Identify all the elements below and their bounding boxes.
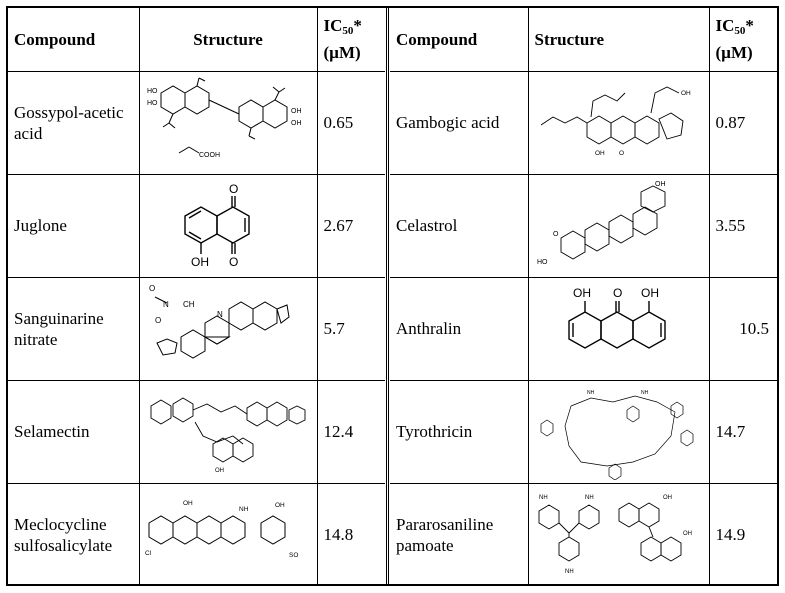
svg-text:OH: OH xyxy=(215,468,224,474)
compound-name: Juglone xyxy=(8,173,140,278)
svg-text:HO: HO xyxy=(147,88,158,95)
svg-text:NH: NH xyxy=(239,506,249,513)
table-row: Selamectin OH xyxy=(8,379,385,484)
table-row: Anthralin OH xyxy=(390,276,777,381)
svg-text:OH: OH xyxy=(595,150,605,157)
gambogic-acid-structure-image: OH O OH xyxy=(540,85,691,157)
ic50-value: 12.4 xyxy=(316,379,385,484)
structure-cell: NH NH NH OH OH xyxy=(527,482,710,586)
structure-cell: Cl NH OH OH SO xyxy=(138,482,318,586)
svg-text:Cl: Cl xyxy=(145,550,152,557)
ic50-value: 5.7 xyxy=(316,276,385,381)
svg-text:O: O xyxy=(155,316,161,325)
svg-text:CH: CH xyxy=(183,300,195,309)
svg-text:OH: OH xyxy=(641,286,659,300)
meclocycline-structure-image: Cl NH OH OH SO xyxy=(145,500,298,559)
table-row: Gambogic acid OH O OH xyxy=(390,70,777,175)
table-row: Celastrol OH O HO xyxy=(390,173,777,278)
table-row: Meclocycline sulfosalicylate Cl NH OH xyxy=(8,482,385,586)
ic50-value: 14.9 xyxy=(708,482,777,586)
svg-text:NH: NH xyxy=(539,495,548,501)
svg-text:O: O xyxy=(149,284,155,293)
structure-header: Structure xyxy=(138,8,318,72)
ic50-value: 0.87 xyxy=(708,70,777,175)
svg-text:OH: OH xyxy=(291,108,302,115)
header-row: Compound Structure IC50*(µM) xyxy=(8,8,385,72)
compound-name: Meclocycline sulfosalicylate xyxy=(8,482,140,586)
ic50-value: 2.67 xyxy=(316,173,385,278)
ic50-header: IC50*(µM) xyxy=(708,8,777,72)
compound-name: Selamectin xyxy=(8,379,140,484)
selamectin-structure-image: OH xyxy=(150,396,306,474)
svg-text:SO: SO xyxy=(289,552,298,559)
table-row: Gossypol-acetic acid xyxy=(8,70,385,175)
compound-header: Compound xyxy=(8,8,140,72)
ic50-value: 0.65 xyxy=(316,70,385,175)
compound-name: Gossypol-acetic acid xyxy=(8,70,140,175)
svg-text:N: N xyxy=(163,300,169,309)
svg-text:O: O xyxy=(619,150,624,157)
svg-text:OH: OH xyxy=(663,495,672,501)
compound-name: Anthralin xyxy=(390,276,529,381)
svg-text:HO: HO xyxy=(147,100,158,107)
table-row: Tyrothricin NH NH xyxy=(390,379,777,484)
structure-cell: O O OH xyxy=(138,173,318,278)
anthralin-structure-image: OH O OH xyxy=(568,286,666,349)
compound-name: Tyrothricin xyxy=(390,379,529,484)
svg-text:O: O xyxy=(553,231,559,238)
compound-name: Pararosaniline pamoate xyxy=(390,482,529,586)
svg-text:OH: OH xyxy=(681,90,691,97)
svg-text:NH: NH xyxy=(641,390,649,396)
sanguinarine-structure-image: O N CH N O xyxy=(149,284,290,359)
ic50-value: 14.7 xyxy=(708,379,777,484)
svg-text:HO: HO xyxy=(537,259,548,266)
tyrothricin-structure-image: NH NH xyxy=(540,390,694,480)
compound-header: Compound xyxy=(390,8,529,72)
svg-text:OH: OH xyxy=(191,255,209,269)
celastrol-structure-image: OH O HO xyxy=(537,181,666,266)
column-divider xyxy=(386,8,389,584)
juglone-structure-image: O O OH xyxy=(184,182,250,269)
svg-text:COOH: COOH xyxy=(199,152,220,159)
data-table-frame: Compound Structure IC50*(µM) Gossypol-ac… xyxy=(6,6,779,586)
ic50-value: 10.5 xyxy=(708,276,777,381)
ic50-header: IC50*(µM) xyxy=(316,8,385,72)
svg-text:O: O xyxy=(229,255,238,269)
svg-text:N: N xyxy=(217,310,223,319)
svg-text:O: O xyxy=(229,182,238,196)
right-table: Compound Structure IC50*(µM) Gambogic ac… xyxy=(390,8,777,586)
structure-cell: OH xyxy=(138,379,318,484)
ic50-value: 14.8 xyxy=(316,482,385,586)
svg-text:OH: OH xyxy=(655,181,666,188)
structure-header: Structure xyxy=(527,8,710,72)
compound-name: Gambogic acid xyxy=(390,70,529,175)
svg-text:OH: OH xyxy=(275,502,285,509)
structure-cell: OH O OH xyxy=(527,276,710,381)
svg-text:NH: NH xyxy=(565,569,574,575)
left-table: Compound Structure IC50*(µM) Gossypol-ac… xyxy=(8,8,385,586)
svg-text:OH: OH xyxy=(573,286,591,300)
structure-cell: OH O HO xyxy=(527,173,710,278)
header-row: Compound Structure IC50*(µM) xyxy=(390,8,777,72)
svg-text:NH: NH xyxy=(587,390,595,396)
structure-cell: NH NH xyxy=(527,379,710,484)
svg-text:OH: OH xyxy=(683,531,692,537)
compound-name: Sanguinarine nitrate xyxy=(8,276,140,381)
svg-text:O: O xyxy=(613,286,622,300)
structure-cell: HO HO OH OH COOH xyxy=(138,70,318,175)
pararosaniline-pamoate-structure-image: NH NH NH OH OH xyxy=(538,495,692,575)
table-row: Sanguinarine nitrate O xyxy=(8,276,385,381)
gossypol-structure-image: HO HO OH OH COOH xyxy=(147,77,302,159)
table-row: Juglone O xyxy=(8,173,385,278)
ic50-value: 3.55 xyxy=(708,173,777,278)
svg-text:OH: OH xyxy=(291,120,302,127)
compound-name: Celastrol xyxy=(390,173,529,278)
structure-cell: O N CH N O xyxy=(138,276,318,381)
svg-text:OH: OH xyxy=(183,500,193,507)
structure-cell: OH O OH xyxy=(527,70,710,175)
svg-text:NH: NH xyxy=(585,495,594,501)
table-row: Pararosaniline pamoate xyxy=(390,482,777,586)
